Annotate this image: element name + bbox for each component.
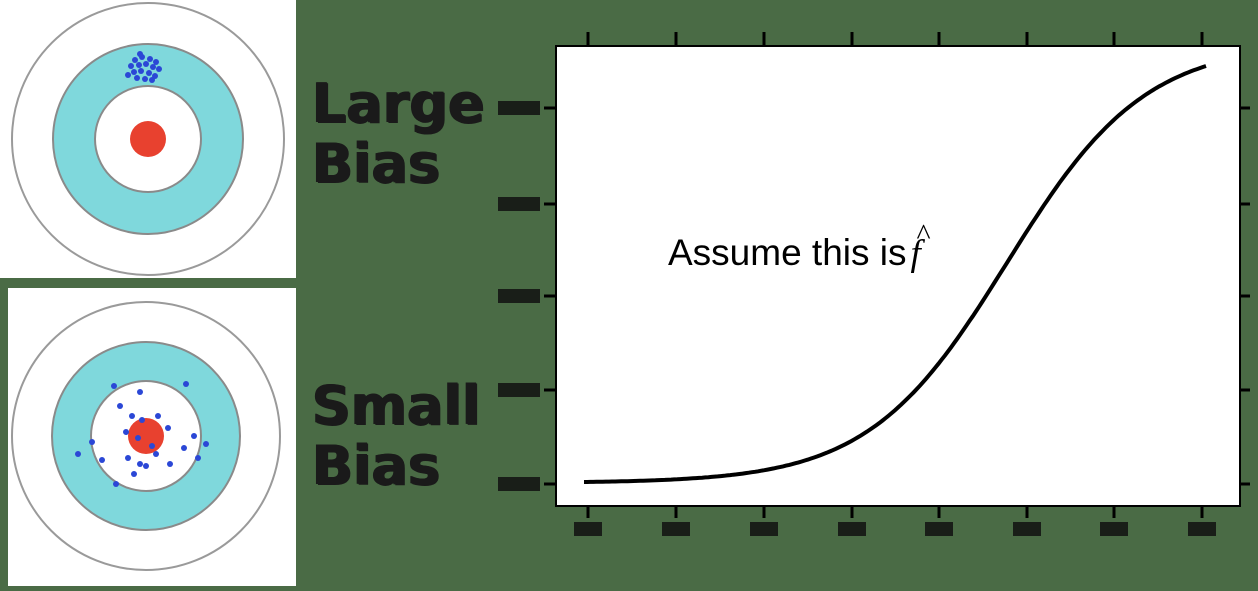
- shot-dot: [156, 66, 162, 72]
- shot-dot: [128, 63, 134, 69]
- shot-dot: [153, 451, 159, 457]
- shot-dot: [134, 75, 140, 81]
- fhat-annotation: Assume this is^f: [668, 218, 931, 275]
- shot-dot: [149, 443, 155, 449]
- shot-dot: [146, 70, 152, 76]
- large-bias-label-line-2: Bias: [312, 132, 441, 195]
- shot-dot: [123, 429, 129, 435]
- shot-dot: [137, 389, 143, 395]
- y-tick-label-blur: [498, 477, 540, 491]
- shot-dot: [136, 62, 142, 68]
- shot-dot: [132, 57, 138, 63]
- shot-dot: [150, 64, 156, 70]
- large-bias-label-line-1: Large: [312, 72, 485, 135]
- y-axis-ticks: [498, 101, 1250, 491]
- y-tick-label-blur: [498, 289, 540, 303]
- bullseye: [128, 418, 164, 454]
- shot-dot: [142, 76, 148, 82]
- fhat-annotation-text: Assume this is: [668, 232, 907, 273]
- shot-dot: [99, 457, 105, 463]
- shot-dot: [143, 463, 149, 469]
- shot-dot: [153, 59, 159, 65]
- shot-dot: [111, 383, 117, 389]
- x-tick-label-blur: [662, 522, 690, 536]
- shot-dot: [75, 451, 81, 457]
- x-tick-label-blur: [1013, 522, 1041, 536]
- small-bias-target-panel: [8, 288, 296, 586]
- y-tick-label-blur: [498, 383, 540, 397]
- shot-dot: [149, 77, 155, 83]
- y-tick-label-blur: [498, 101, 540, 115]
- x-tick-label-blur: [750, 522, 778, 536]
- shot-dot: [117, 403, 123, 409]
- x-tick-label-blur: [838, 522, 866, 536]
- fhat-curve: [584, 64, 1207, 484]
- shot-dot: [113, 481, 119, 487]
- shot-dot: [167, 461, 173, 467]
- shot-dot: [155, 413, 161, 419]
- shot-dot: [137, 51, 143, 57]
- y-tick-label-blur: [498, 197, 540, 211]
- small-bias-label: Small Bias: [312, 376, 481, 496]
- shot-dot: [165, 425, 171, 431]
- shot-dot: [137, 461, 143, 467]
- shot-dot: [125, 72, 131, 78]
- small-bias-label-line-1: Small: [312, 374, 481, 437]
- bullseye: [130, 121, 166, 157]
- large-bias-shot-cluster: [125, 51, 162, 83]
- shot-dot: [203, 441, 209, 447]
- shot-dot: [125, 455, 131, 461]
- x-axis-ticks: [574, 32, 1216, 536]
- x-tick-label-blur: [1188, 522, 1216, 536]
- large-bias-target-panel: [0, 0, 296, 278]
- small-bias-shot-scatter: [75, 381, 209, 487]
- large-bias-target: [11, 2, 285, 276]
- plot-frame: [555, 45, 1241, 507]
- shot-dot: [147, 56, 153, 62]
- small-bias-target: [11, 301, 281, 571]
- fhat-hat: ^: [916, 218, 931, 251]
- shot-dot: [129, 413, 135, 419]
- large-bias-label: Large Bias: [312, 74, 485, 194]
- shot-dot: [138, 68, 144, 74]
- x-tick-label-blur: [1100, 522, 1128, 536]
- shot-dot: [183, 381, 189, 387]
- shot-dot: [131, 69, 137, 75]
- shot-dot: [135, 435, 141, 441]
- fhat-symbol: ^f: [910, 218, 931, 274]
- shot-dot: [139, 417, 145, 423]
- shot-dot: [89, 439, 95, 445]
- x-tick-label-blur: [574, 522, 602, 536]
- shot-dot: [181, 445, 187, 451]
- shot-dot: [131, 471, 137, 477]
- shot-dot: [191, 433, 197, 439]
- shot-dot: [195, 455, 201, 461]
- x-tick-label-blur: [925, 522, 953, 536]
- shot-dot: [143, 61, 149, 67]
- small-bias-label-line-2: Bias: [312, 434, 441, 497]
